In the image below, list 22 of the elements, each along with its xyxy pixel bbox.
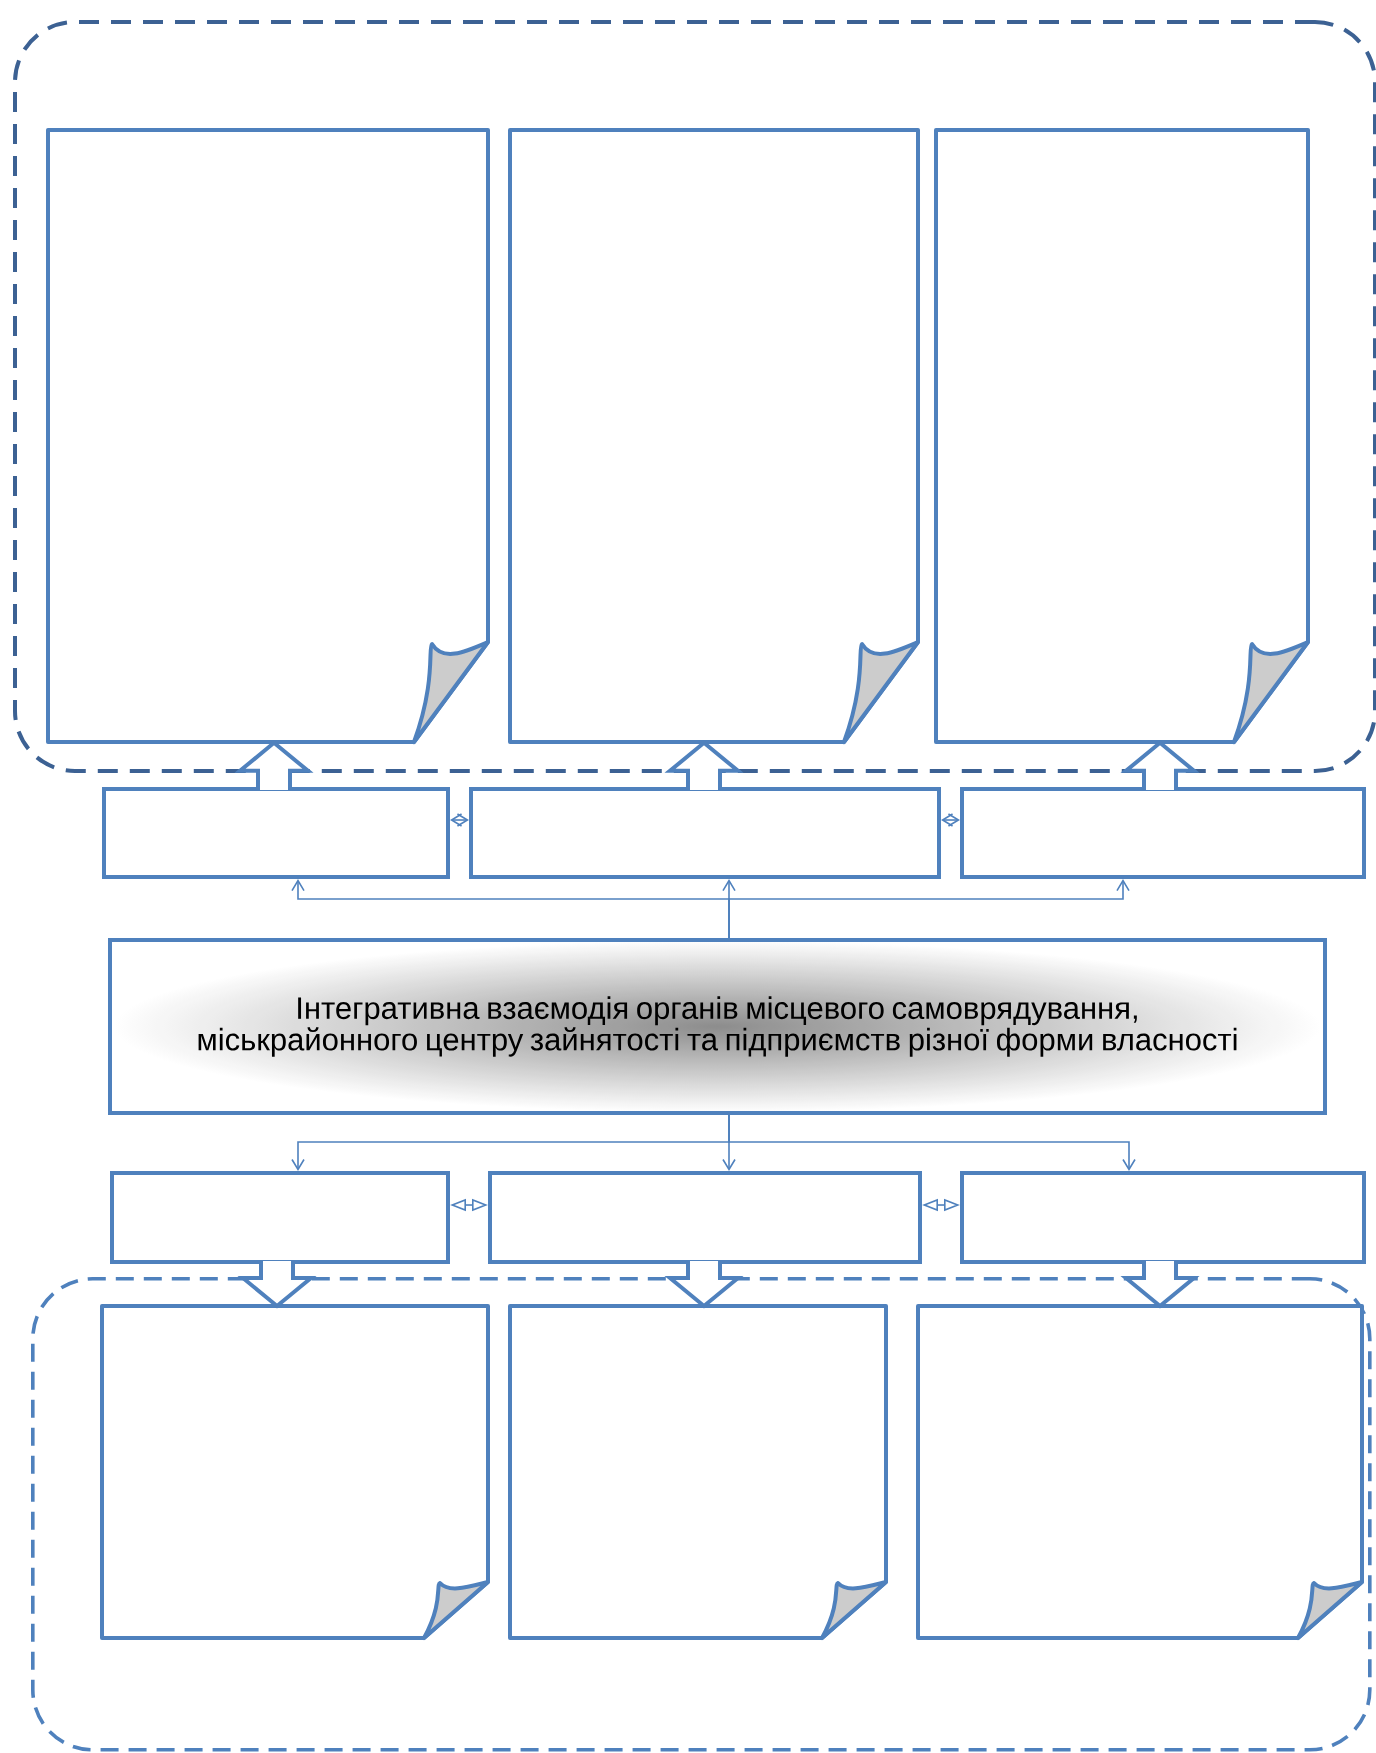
- document-page: [934, 128, 1310, 744]
- document-page: [508, 128, 920, 744]
- empty-box: [960, 1171, 1366, 1264]
- arrow: [728, 1114, 1136, 1171]
- document-page: [100, 1304, 490, 1640]
- empty-box: [110, 1171, 450, 1264]
- text-box: Інтегративна взаємодія органів місцевого самоврядування, міськрайонного центру зайнятості та підприємств різної форми власності: [108, 938, 1327, 1115]
- document-page: [46, 128, 490, 744]
- document-page: [916, 1304, 1364, 1640]
- block-arrow: [237, 1259, 317, 1309]
- document-page: [508, 1304, 888, 1640]
- empty-box: [488, 1171, 922, 1264]
- arrow: [728, 879, 1130, 939]
- empty-box: [102, 787, 450, 879]
- double-arrow: [450, 813, 469, 827]
- block-arrow: [1120, 1259, 1200, 1309]
- block-arrow: [664, 1259, 744, 1309]
- double-arrow: [941, 813, 960, 827]
- dashed-group-frame: [31, 1277, 1372, 1752]
- empty-box: [469, 787, 941, 879]
- dashed-group-frame: [13, 20, 1376, 773]
- empty-box: [960, 787, 1366, 879]
